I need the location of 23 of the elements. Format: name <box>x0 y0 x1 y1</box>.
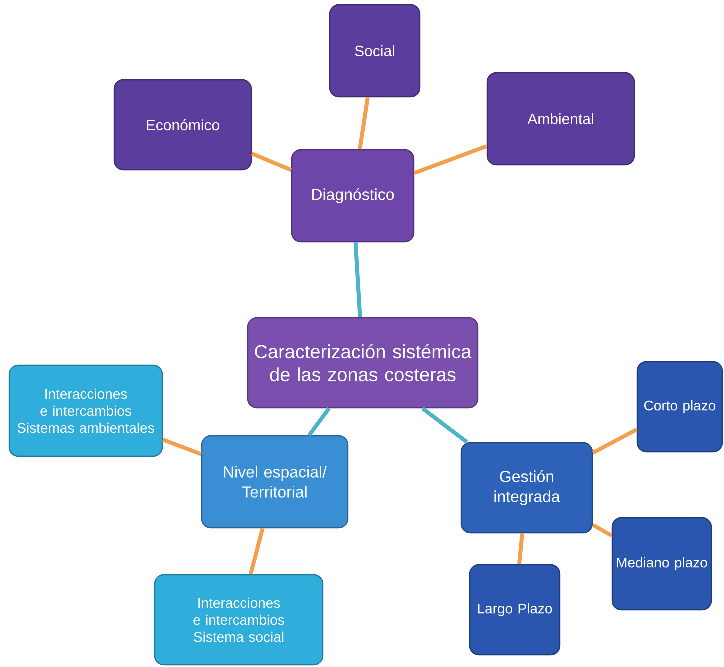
process-box: Social <box>329 4 421 98</box>
connector <box>358 97 370 150</box>
connector <box>414 144 488 176</box>
process-box: Económico <box>114 79 252 171</box>
connector <box>518 533 525 565</box>
process-box: Ambiental <box>486 72 636 166</box>
process-box: Caracterización sistémica de las zonas costeras <box>247 317 479 409</box>
process-box: Interacciones e intercambios Sistema social <box>154 574 324 666</box>
connector <box>422 407 468 444</box>
connector <box>251 152 292 172</box>
process-box: Mediano plazo <box>612 517 712 611</box>
process-box: Corto plazo <box>636 361 724 453</box>
process-box: Diagnóstico <box>291 149 415 243</box>
process-box: Nivel espacial/ Territorial <box>201 435 349 529</box>
process-box: Interacciones e intercambios Sistemas ambientales <box>8 364 164 458</box>
process-box: Gestión integrada <box>460 442 594 534</box>
connector <box>354 242 362 318</box>
connector <box>162 438 202 456</box>
connector <box>592 523 613 538</box>
connector <box>248 528 265 575</box>
connector <box>308 407 331 437</box>
process-box: Largo Plazo <box>469 564 561 656</box>
connector <box>592 428 638 455</box>
